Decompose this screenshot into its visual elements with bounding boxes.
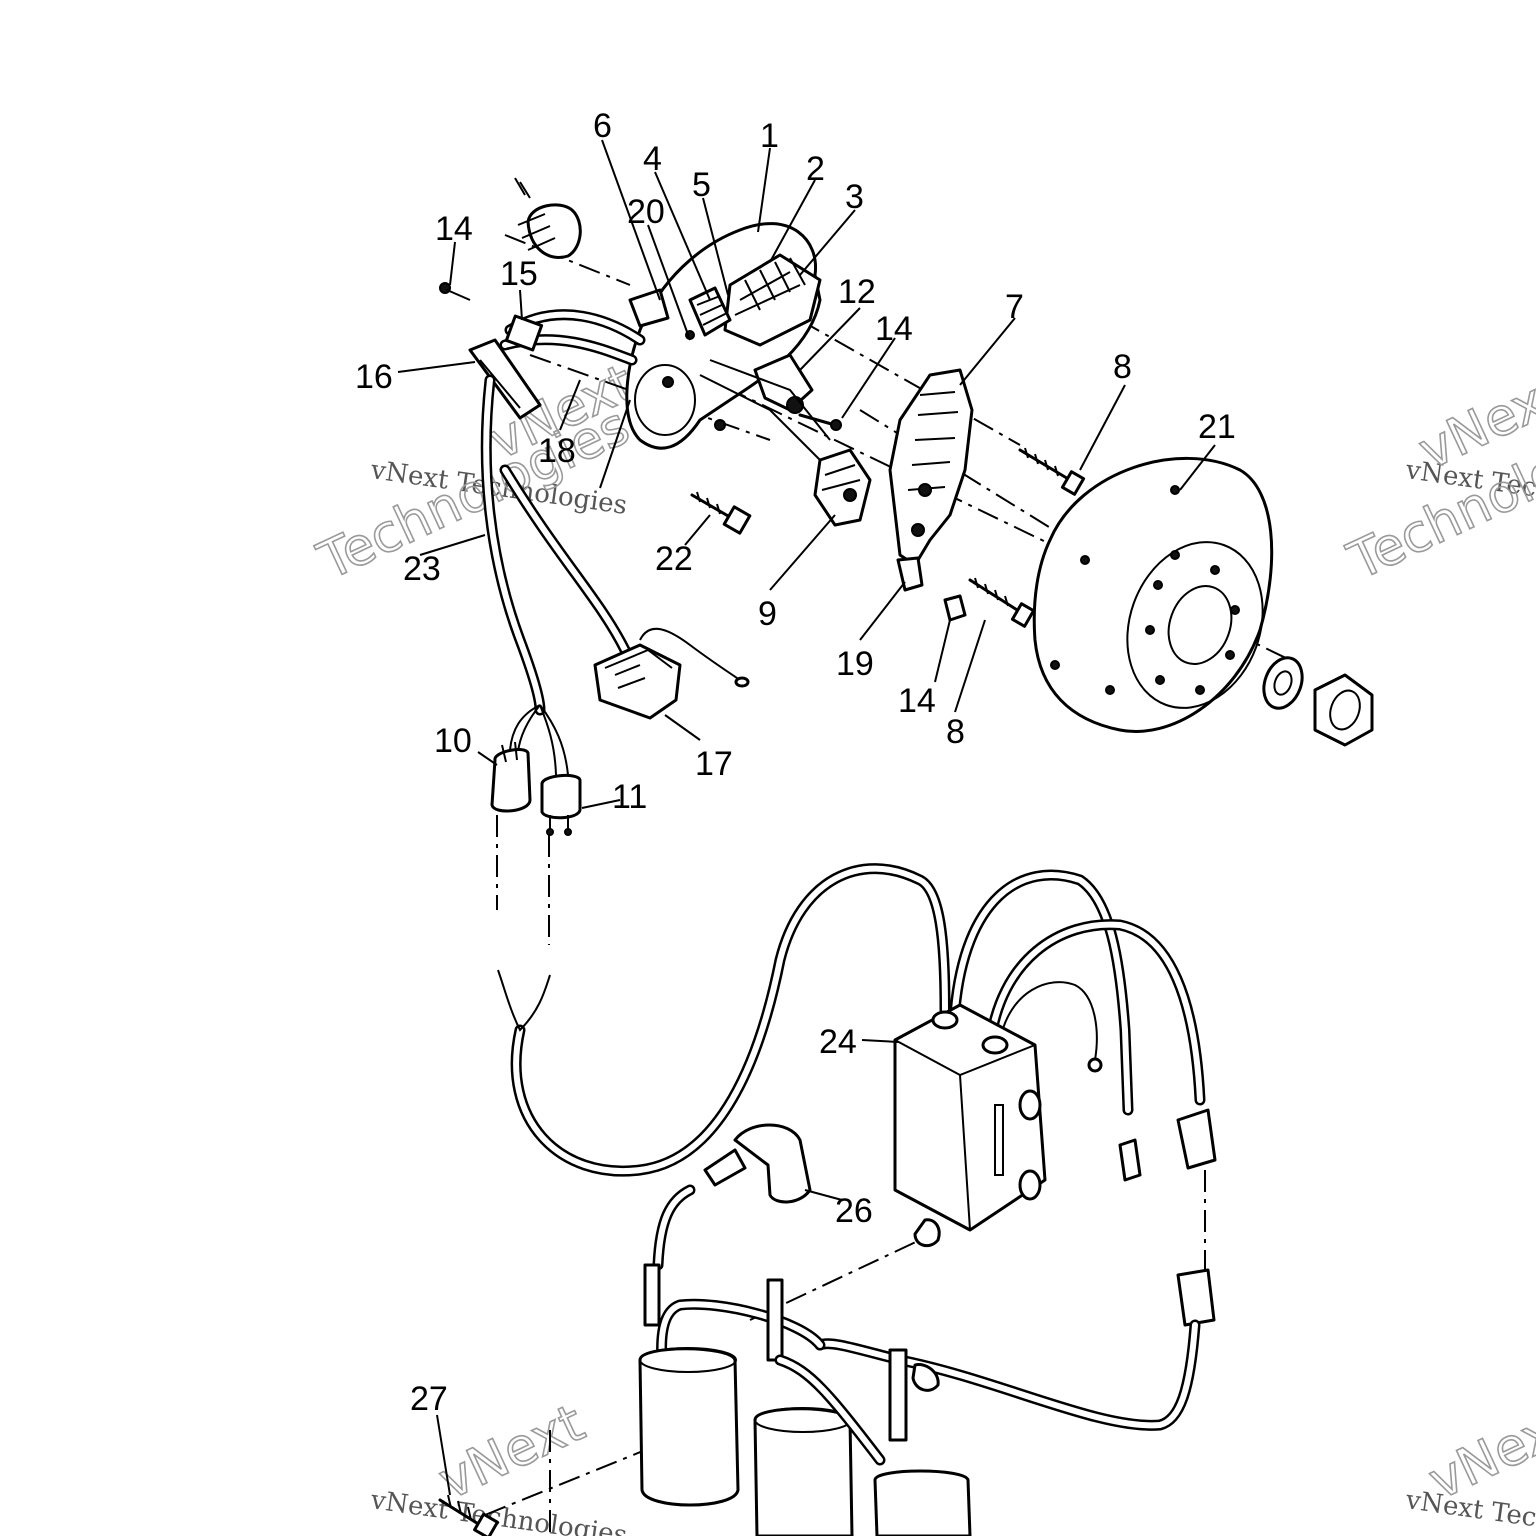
callout-19: 19 xyxy=(836,645,874,683)
callout-15: 15 xyxy=(500,255,538,293)
callout-7: 7 xyxy=(1005,288,1024,326)
callout-21: 21 xyxy=(1198,408,1236,446)
callout-8: 8 xyxy=(946,713,965,751)
pickup-bracket xyxy=(439,282,1086,628)
callout-26: 26 xyxy=(835,1192,873,1230)
connector-10 xyxy=(490,741,532,813)
callout-2: 2 xyxy=(806,150,825,188)
flywheel-21 xyxy=(1032,456,1374,747)
grommet-insert xyxy=(514,177,582,259)
leader-lines xyxy=(397,139,1216,1496)
callout-14: 14 xyxy=(875,310,913,348)
callout-12: 12 xyxy=(838,273,876,311)
callout-18: 18 xyxy=(538,432,576,470)
harness-upper xyxy=(468,309,646,776)
watermark-logo-text: vNext xyxy=(430,1393,593,1512)
callout-27: 27 xyxy=(410,1380,448,1418)
stator-assembly xyxy=(625,222,831,461)
watermark-logo-text: vNext xyxy=(1420,1393,1536,1512)
callout-16: 16 xyxy=(355,358,393,396)
callout-10: 10 xyxy=(434,722,472,760)
callout-24: 24 xyxy=(819,1023,857,1061)
callout-20: 20 xyxy=(627,193,665,231)
callout-6: 6 xyxy=(593,107,612,145)
callout-23: 23 xyxy=(403,550,441,588)
callout-8: 8 xyxy=(1113,348,1132,386)
callout-22: 22 xyxy=(655,540,693,578)
callout-1: 1 xyxy=(760,117,779,155)
callout-5: 5 xyxy=(692,166,711,204)
callout-4: 4 xyxy=(643,140,662,178)
callout-17: 17 xyxy=(695,745,733,783)
connector-11 xyxy=(540,773,582,836)
callout-3: 3 xyxy=(845,178,864,216)
regulator-17 xyxy=(593,627,750,720)
callout-labels: 6 4 5 1 2 3 20 14 15 12 14 7 8 16 21 18 … xyxy=(355,107,1236,1418)
callout-14: 14 xyxy=(898,682,936,720)
callout-11: 11 xyxy=(612,778,647,816)
harness-lower xyxy=(497,863,1217,1431)
callout-14: 14 xyxy=(435,210,473,248)
ignition-coils xyxy=(438,1218,972,1536)
callout-9: 9 xyxy=(758,595,777,633)
